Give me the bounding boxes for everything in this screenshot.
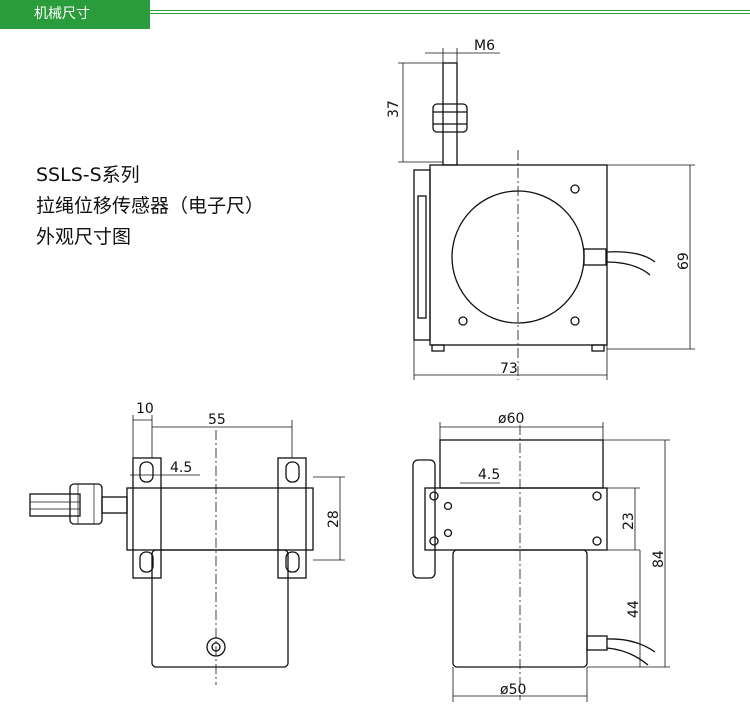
description-line-series: SSLS-S系列 xyxy=(36,164,140,186)
front-view-rod xyxy=(29,493,81,517)
top-view-m6-label: M6 xyxy=(474,38,495,54)
description-line-caption: 外观尺寸图 xyxy=(36,226,132,248)
top-view-hole-1 xyxy=(570,184,580,194)
front-view-28-label: 28 xyxy=(326,510,342,528)
top-view-cable-2 xyxy=(605,261,651,276)
top-view-body xyxy=(429,164,608,346)
side-view-cable-1 xyxy=(606,638,656,653)
product-description: SSLS-S系列 拉绳位移传感器（电子尺） 外观尺寸图 xyxy=(36,160,264,253)
side-view: ø60 4.5 23 84 44 ø50 xyxy=(412,411,670,702)
top-view-cable-1 xyxy=(605,251,656,263)
side-view-screw-2 xyxy=(592,491,602,501)
side-view-23-label: 23 xyxy=(621,512,637,530)
front-view: 10 55 4.5 28 xyxy=(29,401,345,685)
front-view-flange-right xyxy=(277,457,307,579)
header-rule-2 xyxy=(150,13,750,14)
description-line-name: 拉绳位移传感器（电子尺） xyxy=(36,195,265,217)
side-view-45-label: 4.5 xyxy=(478,467,500,483)
front-view-slot-2 xyxy=(139,551,154,573)
side-view-84-label: 84 xyxy=(651,550,667,568)
side-view-44-label: 44 xyxy=(626,600,642,618)
section-title: 机械尺寸 xyxy=(34,6,90,22)
front-view-nut xyxy=(69,483,103,525)
front-view-slot-1 xyxy=(139,461,154,483)
top-view-foot-left xyxy=(431,344,445,352)
front-view-rod-neck xyxy=(101,496,128,514)
front-view-band xyxy=(126,487,314,551)
top-view-connector xyxy=(583,248,607,266)
side-view-60-label: ø60 xyxy=(498,411,524,427)
front-view-45-label: 4.5 xyxy=(170,460,192,476)
side-view-screw-3 xyxy=(429,536,439,546)
side-view-band xyxy=(424,487,608,551)
top-view-foot-right xyxy=(591,344,605,352)
top-view-flange xyxy=(413,169,431,341)
top-view-hole-2 xyxy=(458,316,468,326)
side-view-50-label: ø50 xyxy=(500,682,526,698)
top-view-flange-slot xyxy=(417,195,427,319)
top-view-nut xyxy=(432,103,468,133)
front-view-slot-3 xyxy=(285,461,300,483)
side-view-screw-6 xyxy=(443,528,453,538)
side-view-screw-4 xyxy=(592,536,602,546)
side-view-screw-1 xyxy=(429,491,439,501)
side-view-plate xyxy=(412,459,436,579)
front-view-housing xyxy=(151,549,289,668)
side-view-drum xyxy=(439,439,604,489)
side-view-connector xyxy=(586,635,608,651)
front-view-10-label: 10 xyxy=(136,401,154,417)
side-view-cable-2 xyxy=(606,647,649,666)
header-rule xyxy=(150,10,750,11)
front-view-55-label: 55 xyxy=(208,412,226,428)
top-view-hole-3 xyxy=(570,316,580,326)
front-view-flange-left xyxy=(132,457,162,579)
top-view-73-label: 73 xyxy=(500,361,518,377)
section-tab: 机械尺寸 xyxy=(0,0,150,29)
top-view: M6 37 69 73 xyxy=(386,38,695,380)
side-view-screw-5 xyxy=(443,501,453,511)
top-view-69-label: 69 xyxy=(676,252,692,270)
front-view-slot-4 xyxy=(285,551,300,573)
top-view-rod xyxy=(442,62,458,166)
top-view-37-label: 37 xyxy=(386,100,402,118)
